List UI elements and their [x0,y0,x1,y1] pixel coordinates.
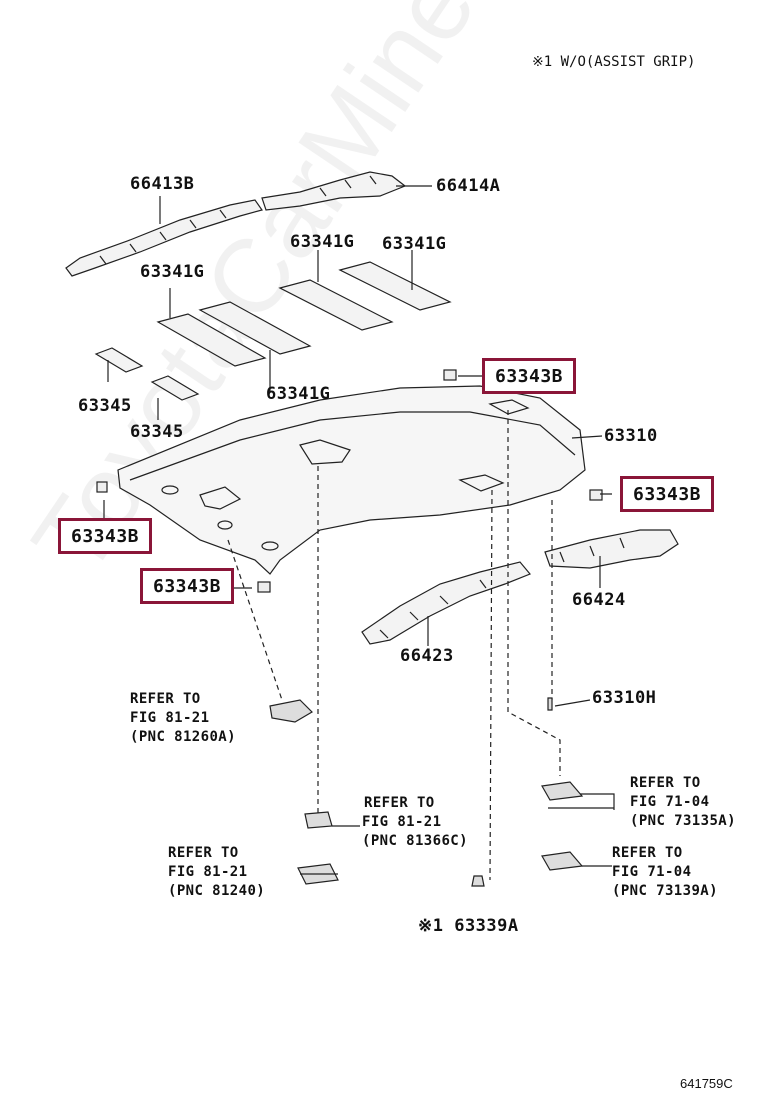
label-66423: 66423 [400,646,454,666]
ref-line: (PNC 81366C) [362,833,468,849]
ref-line: (PNC 81240) [168,883,266,899]
highlight-63343B-bottom[interactable]: 63343B [140,568,234,604]
reference-73135A: REFER TO FIG 71-04 (PNC 73135A) [630,774,736,831]
label-63310H: 63310H [592,688,657,708]
clip-63343B-3 [589,489,603,501]
ref-line: FIG 81-21 [362,814,442,830]
label-63341G-a: 63341G [290,232,355,252]
ref-line: FIG 71-04 [612,864,692,880]
headliner-63310 [117,385,586,575]
label-63345-a: 63345 [78,396,132,416]
ref-line: (PNC 73135A) [630,813,736,829]
ref-line: REFER TO [630,775,701,791]
lamp-81260A [269,699,313,723]
label-63345-b: 63345 [130,422,184,442]
pad-63341G-1 [338,261,452,311]
label-63341G-c: 63341G [140,262,205,282]
pad-63345-1 [94,347,144,373]
highlight-63343B-right[interactable]: 63343B [620,476,714,512]
label-66414A: 66414A [436,176,501,196]
reference-81260A: REFER TO FIG 81-21 (PNC 81260A) [130,690,236,747]
clip-81366C [304,811,333,829]
reference-73139A: REFER TO FIG 71-04 (PNC 73139A) [612,844,718,901]
reference-81366C: REFER TO FIG 81-21 (PNC 81366C) [362,794,468,851]
sunvisor-holder-73139A [541,851,584,871]
diagram-code: 641759C [680,1076,733,1091]
label-66424: 66424 [572,590,626,610]
label-63341G-b: 63341G [382,234,447,254]
label-63339A: ※1 63339A [418,916,519,936]
ref-line: FIG 81-21 [130,710,210,726]
highlight-label: 63343B [494,365,564,387]
highlight-63343B-top[interactable]: 63343B [482,358,576,394]
clip-63343B-4 [257,581,271,593]
highlight-label: 63343B [70,525,140,547]
highlight-label: 63343B [152,575,222,597]
ref-line: FIG 71-04 [630,794,710,810]
rail-66423 [361,561,531,645]
ref-line: REFER TO [364,795,435,811]
clip-63339A [471,875,485,887]
ref-line: (PNC 73139A) [612,883,718,899]
ref-line: REFER TO [168,845,239,861]
clip-63343B-1 [443,369,457,381]
label-63341G-d: 63341G [266,384,331,404]
pad-63341G-2 [278,279,394,331]
reference-81240: REFER TO FIG 81-21 (PNC 81240) [168,844,265,901]
ref-line: REFER TO [612,845,683,861]
clip-63343B-2 [96,481,108,493]
rail-66414A [261,171,407,211]
ref-line: FIG 81-21 [168,864,248,880]
sunvisor-holder-73135A [541,781,584,801]
pad-63341G-3 [198,301,312,355]
highlight-label: 63343B [632,483,702,505]
ref-line: (PNC 81260A) [130,729,236,745]
footnote: ※1 W/O(ASSIST GRIP) [532,54,696,70]
label-63310: 63310 [604,426,658,446]
label-66413B: 66413B [130,174,195,194]
pad-63345-2 [150,375,200,401]
pad-63341G-4 [156,313,267,367]
ref-line: REFER TO [130,691,201,707]
screw-63310H [547,697,553,711]
highlight-63343B-left[interactable]: 63343B [58,518,152,554]
rail-66424 [544,529,679,569]
